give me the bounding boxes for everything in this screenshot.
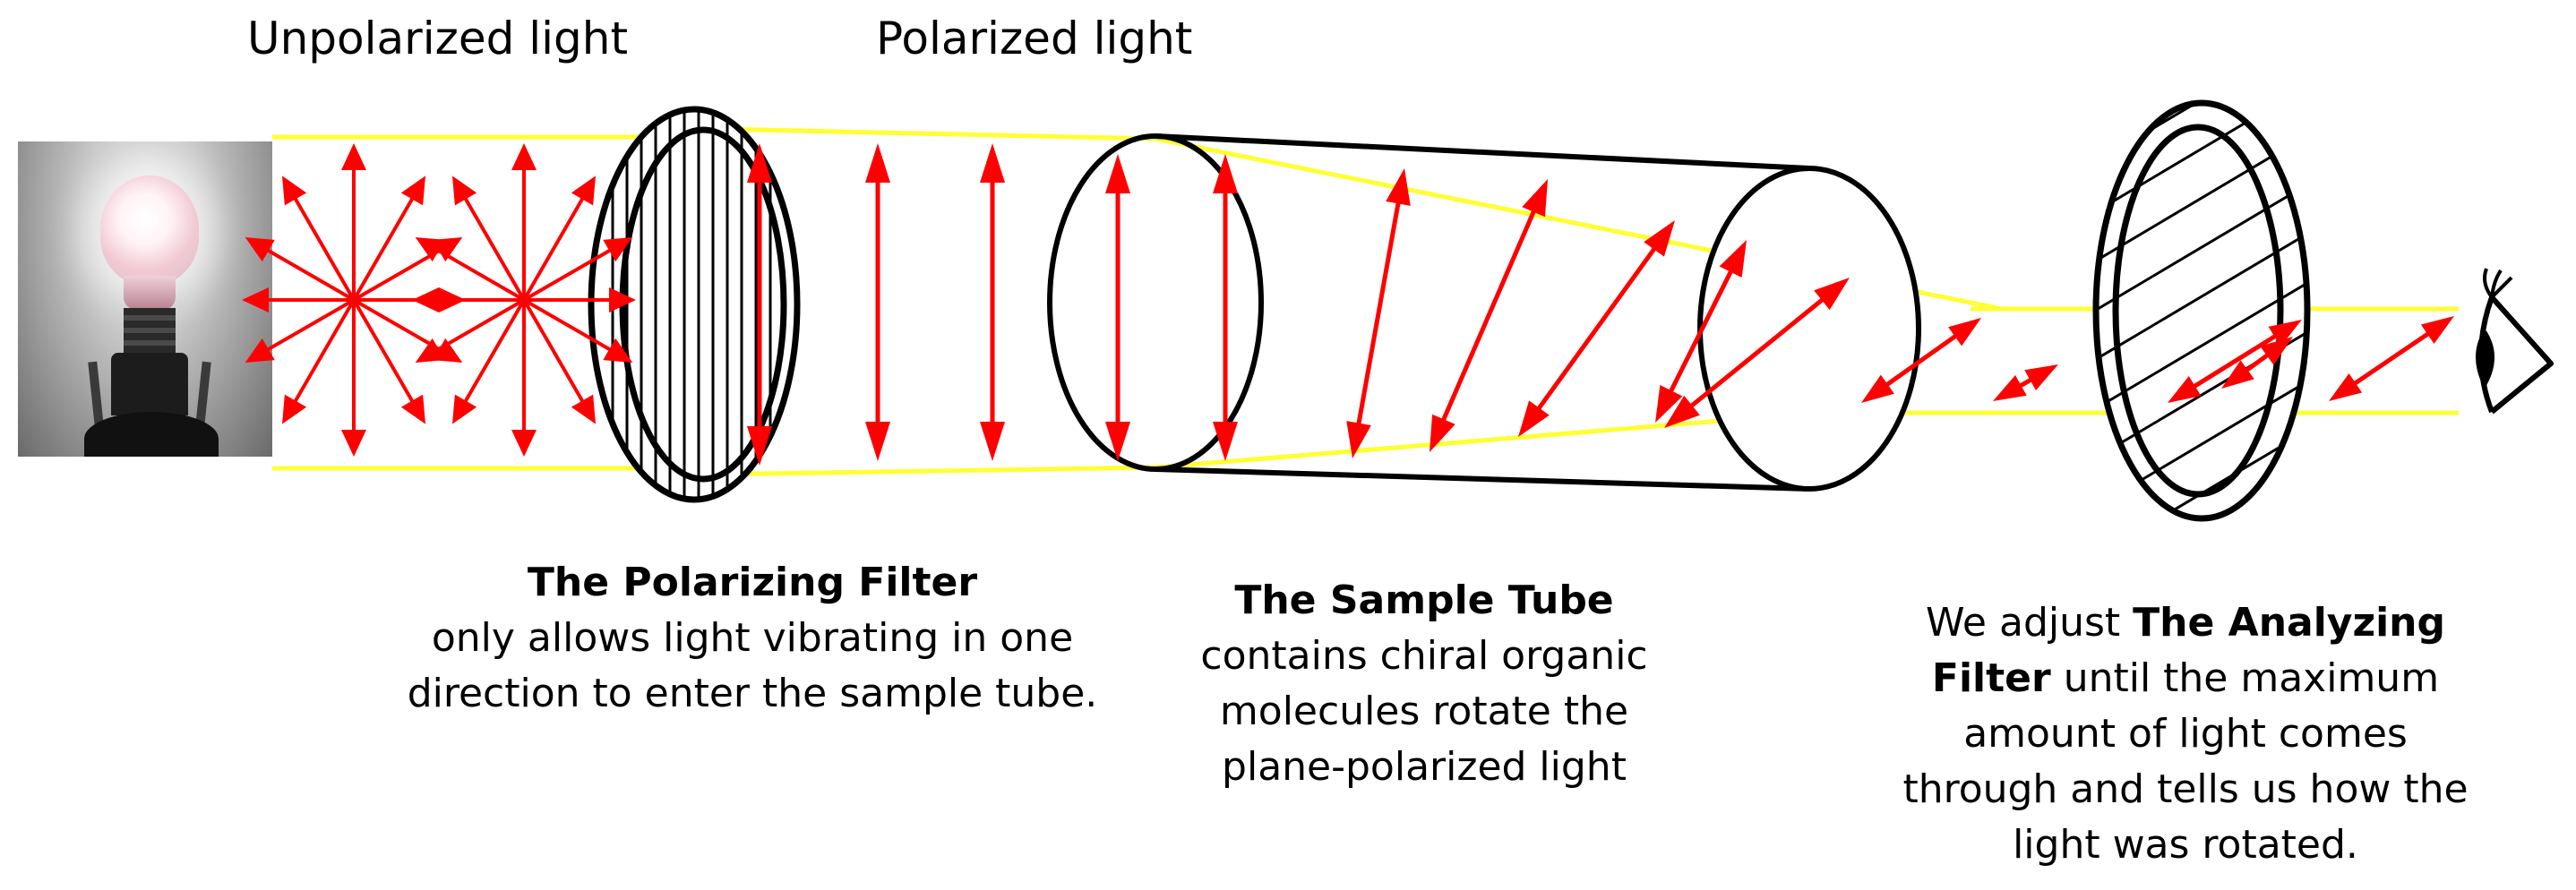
analyzing-filter-line1-pre: We adjust — [1926, 600, 2134, 646]
polarizing-filter-title: The Polarizing Filter — [527, 560, 978, 605]
vibration-arrow — [2329, 316, 2454, 401]
vibration-arrow — [415, 237, 633, 363]
bulb-glass — [100, 175, 199, 285]
light-bulb-icon — [18, 141, 272, 457]
polarized-light-heading: Polarized light — [876, 13, 1193, 64]
vibration-arrow — [1664, 278, 1850, 428]
analyzing-filter-caption: We adjust The Analyzing Filter until the… — [1836, 595, 2535, 873]
vibration-arrow — [1213, 154, 1238, 461]
analyzing-filter-title-part1: The Analyzing — [2133, 600, 2445, 646]
sample-tube-title: The Sample Tube — [1234, 578, 1614, 623]
sample-tube-line2: molecules rotate the — [1219, 689, 1629, 734]
vibration-arrow — [1430, 179, 1548, 452]
sample-tube — [1047, 133, 1921, 492]
analyzing-filter-line2-post: until the maximum — [2050, 655, 2440, 701]
polarizing-filter-caption: The Polarizing Filter only allows light … — [376, 555, 1129, 722]
analyzing-filter-line5: light was rotated. — [2013, 822, 2358, 868]
bulb-base — [124, 308, 176, 355]
vibration-arrow — [2168, 320, 2302, 403]
polarizing-filter-line2: direction to enter the sample tube. — [407, 671, 1098, 716]
analyzing-filter-line3: amount of light comes — [1963, 711, 2408, 757]
vibration-arrow — [1655, 240, 1747, 423]
unpolarized-light-heading: Unpolarized light — [247, 13, 629, 64]
eye-icon — [2476, 268, 2554, 415]
vibration-arrow — [1861, 318, 1981, 403]
sample-tube-line1: contains chiral organic — [1200, 633, 1648, 679]
sample-tube-line3: plane-polarized light — [1222, 744, 1627, 790]
polarizing-filter-line1: only allows light vibrating in one — [431, 615, 1074, 661]
vibration-arrow — [980, 143, 1005, 461]
bulb-socket — [111, 353, 188, 415]
vibration-arrow — [747, 143, 772, 466]
vibration-arrow — [1518, 220, 1675, 437]
analyzing-filter-line4: through and tells us how the — [1902, 766, 2469, 812]
polarizing-filter — [588, 106, 801, 503]
vibration-arrow — [2221, 337, 2293, 389]
bulb-neck — [124, 276, 176, 310]
analyzing-filter — [2092, 99, 2311, 522]
analyzing-filter-title-part2: Filter — [1931, 655, 2051, 701]
vibration-arrow — [1346, 168, 1411, 458]
lamp-stand — [84, 412, 219, 457]
vibration-arrow — [1993, 364, 2058, 401]
vibration-arrow — [1105, 154, 1130, 461]
vibration-arrows — [242, 143, 2454, 466]
sample-tube-caption: The Sample Tube contains chiral organic … — [1102, 573, 1747, 795]
vibration-arrow — [865, 143, 890, 461]
